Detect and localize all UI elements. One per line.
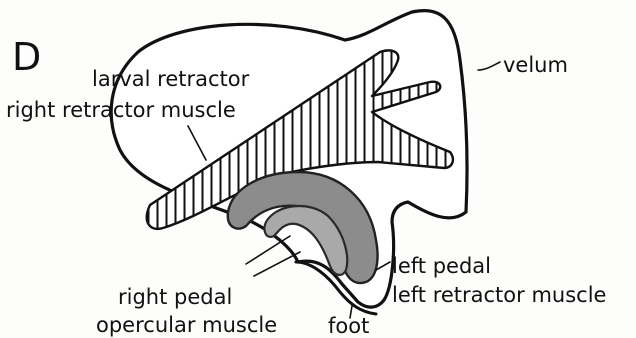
panel-letter: D xyxy=(12,35,41,79)
label-velum: velum xyxy=(503,53,568,77)
label-right-retractor-muscle: right retractor muscle xyxy=(6,98,236,122)
leader-opercular xyxy=(254,252,300,276)
label-right-pedal: right pedal xyxy=(118,285,232,309)
label-left-retractor-muscle: left retractor muscle xyxy=(392,283,606,307)
leader-velum xyxy=(478,62,500,70)
label-opercular-muscle: opercular muscle xyxy=(96,313,277,337)
label-foot: foot xyxy=(328,314,369,338)
label-larval-retractor: larval retractor xyxy=(92,67,250,91)
label-left-pedal: left pedal xyxy=(392,254,491,278)
